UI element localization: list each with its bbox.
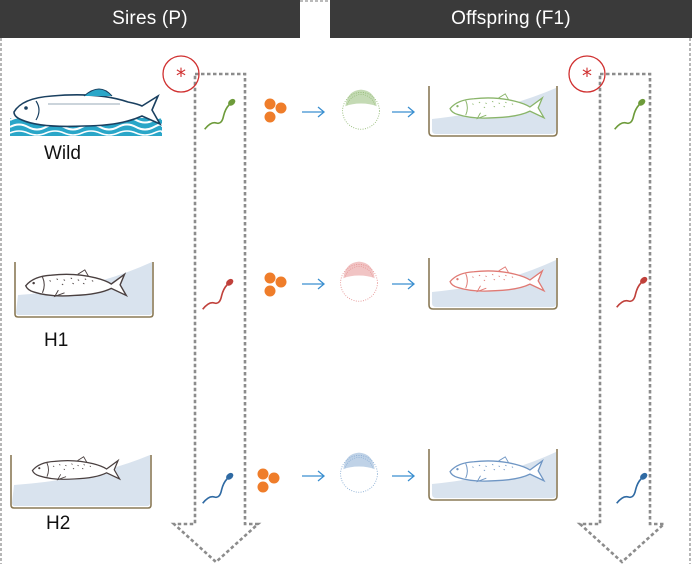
egg-cluster-icon [257,468,280,493]
egg-cluster-icon [264,272,287,297]
offspring-flow-arrow [576,72,668,564]
row-wild [9,86,648,137]
arrow-icon [302,106,326,118]
sperm-icon [201,470,236,505]
embryo-icon [340,261,378,302]
asterisk-icon: * [568,55,606,93]
sires-flow-arrow [170,72,262,564]
sires-header: Sires (P) [0,0,300,38]
offspring-header: Offspring (F1) [330,0,692,38]
arrow-icon [392,106,416,118]
egg-cluster-icon [264,98,287,123]
asterisk-icon: * [162,55,200,93]
sperm-icon [613,96,648,131]
arrow-icon [302,278,326,290]
embryo-icon [340,452,378,493]
arrow-icon [392,470,416,482]
sperm-icon [615,470,650,505]
row-label-h2: H2 [46,513,71,534]
sperm-icon [203,96,238,131]
embryo-icon [342,89,380,130]
row-label-h1: H1 [44,330,69,351]
sperm-icon [201,276,236,311]
row-h2 [10,449,650,509]
salmon-icon [13,88,162,128]
arrow-icon [302,470,326,482]
svg-text:*: * [582,64,592,88]
sperm-icon [615,274,650,309]
row-h1 [14,258,650,318]
row-label-wild: Wild [44,143,81,164]
arrow-icon [392,278,416,290]
svg-text:*: * [176,64,186,88]
